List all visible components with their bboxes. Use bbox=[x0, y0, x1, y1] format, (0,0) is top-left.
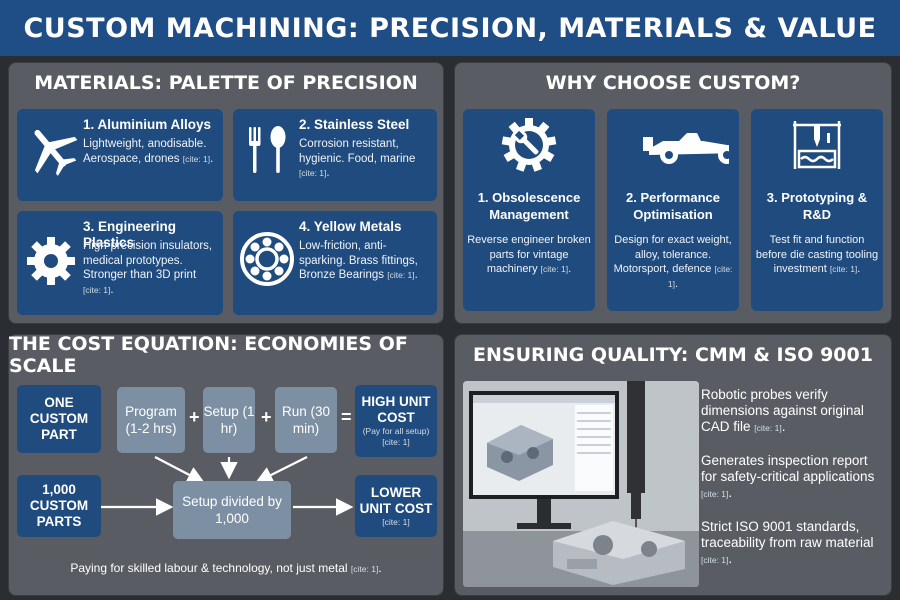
quality-panel-title: ENSURING QUALITY: CMM & ISO 9001 bbox=[473, 344, 873, 366]
why-title: 2. Performance Optimisation bbox=[626, 190, 720, 222]
run-box: Run (30 min) bbox=[275, 387, 337, 453]
why-desc: Reverse engineer broken parts for vintag… bbox=[467, 234, 591, 275]
why-card-performance: 2. Performance Optimisation Design for e… bbox=[607, 109, 739, 311]
material-card-aluminium: 1. Aluminium Alloys Lightweight, anodisa… bbox=[17, 109, 223, 201]
airplane-icon bbox=[34, 129, 78, 176]
bearing-icon bbox=[240, 232, 294, 286]
plus-operator: + bbox=[189, 407, 200, 427]
title-bar: CUSTOM MACHINING: PRECISION, MATERIALS &… bbox=[0, 0, 900, 56]
material-title: 1. Aluminium Alloys bbox=[83, 117, 212, 132]
material-title: 4. Yellow Metals bbox=[299, 219, 402, 234]
program-box: Program (1-2 hrs) bbox=[117, 387, 185, 453]
materials-panel-title: MATERIALS: PALETTE OF PRECISION bbox=[34, 72, 418, 94]
material-title: 3. Engineering Plastics bbox=[83, 219, 177, 250]
cost-footer: Paying for skilled labour & technology, … bbox=[70, 561, 382, 575]
one-custom-part-box: ONE CUSTOM PART bbox=[17, 385, 101, 453]
thousand-parts-box: 1,000 CUSTOM PARTS bbox=[17, 475, 101, 537]
why-title: 1. Obsolescence Management bbox=[477, 190, 581, 222]
materials-panel: MATERIALS: PALETTE OF PRECISION 1. Alumi… bbox=[8, 62, 444, 324]
setup-divided-box: Setup divided by 1,000 bbox=[173, 481, 291, 539]
material-card-plastics: 3. Engineering Plastics High-precision i… bbox=[17, 211, 223, 315]
quality-point: Robotic probes verify dimensions against… bbox=[701, 387, 864, 434]
material-card-yellow-metals: 4. Yellow Metals Low-friction, anti-spar… bbox=[233, 211, 437, 315]
why-card-obsolescence: 1. Obsolescence Management Reverse engin… bbox=[463, 109, 595, 311]
why-panel-title: WHY CHOOSE CUSTOM? bbox=[545, 72, 801, 94]
setup-box: Setup (1 hr) bbox=[203, 387, 255, 453]
quality-point: Strict ISO 9001 standards, traceability … bbox=[701, 519, 874, 566]
material-desc: Corrosion resistant, hygienic. Food, mar… bbox=[299, 138, 416, 179]
why-card-prototyping: 3. Prototyping & R&D Test fit and functi… bbox=[751, 109, 883, 311]
page-title: CUSTOM MACHINING: PRECISION, MATERIALS &… bbox=[23, 12, 877, 44]
equals-operator: = bbox=[341, 407, 352, 427]
cmm-inspection-photo bbox=[463, 381, 699, 587]
material-desc: Lightweight, anodisable. Aerospace, dron… bbox=[83, 138, 214, 165]
why-title: 3. Prototyping & R&D bbox=[766, 190, 868, 222]
material-desc: Low-friction, anti-sparking. Brass fitti… bbox=[299, 240, 418, 281]
why-desc: Test fit and function before die casting… bbox=[755, 234, 879, 275]
why-custom-panel: WHY CHOOSE CUSTOM? 1. Obsolescen bbox=[454, 62, 892, 324]
plus-operator: + bbox=[261, 407, 272, 427]
high-unit-cost-box: HIGH UNIT COST (Pay for all setup) [cite… bbox=[355, 385, 437, 457]
material-title: 2. Stainless Steel bbox=[299, 117, 410, 132]
material-desc: High-precision insulators, medical proto… bbox=[83, 240, 213, 296]
material-card-stainless: 2. Stainless Steel Corrosion resistant, … bbox=[233, 109, 437, 201]
lower-unit-cost-box: LOWER UNIT COST [cite: 1] bbox=[355, 475, 437, 537]
quality-point: Generates inspection report for safety-c… bbox=[701, 453, 875, 500]
cnc-machine-icon bbox=[793, 121, 841, 169]
gear-wrench-icon bbox=[501, 118, 557, 172]
cost-panel: THE COST EQUATION: ECONOMIES OF SCALE ON… bbox=[8, 333, 444, 596]
fork-spoon-icon bbox=[249, 126, 286, 173]
quality-panel: ENSURING QUALITY: CMM & ISO 9001 bbox=[454, 334, 892, 596]
race-car-icon bbox=[643, 133, 729, 164]
why-desc: Design for exact weight, alloy, toleranc… bbox=[613, 234, 733, 290]
gear-icon bbox=[27, 237, 75, 285]
cost-flow-arrows bbox=[99, 456, 354, 516]
cost-panel-title: THE COST EQUATION: ECONOMIES OF SCALE bbox=[9, 333, 408, 377]
